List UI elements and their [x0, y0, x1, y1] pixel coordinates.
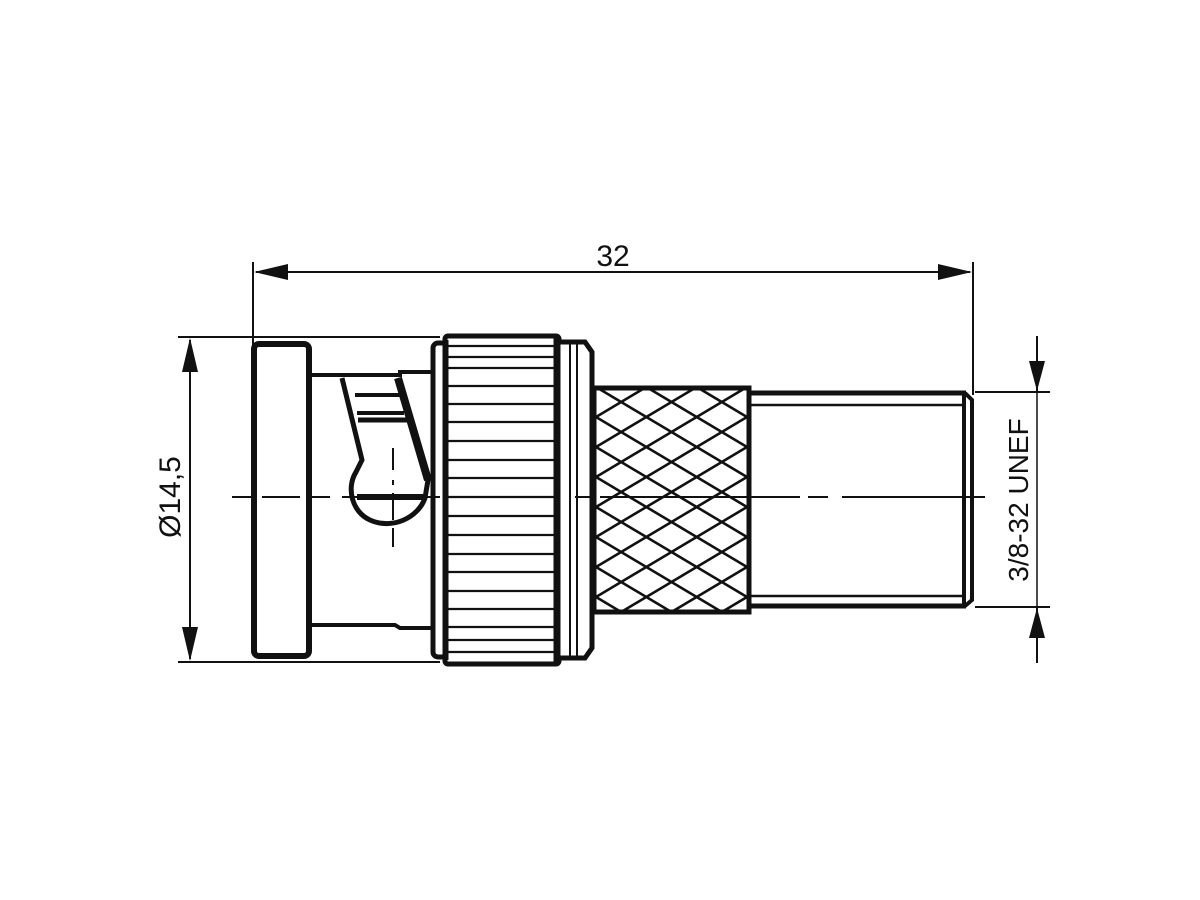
- arrow-down-icon: [1029, 361, 1045, 391]
- arrow-left-icon: [254, 264, 288, 280]
- bayonet-slot: [339, 376, 432, 547]
- diameter-dimension-label: Ø14,5: [154, 456, 187, 538]
- crosshatch-knurled-sleeve: [591, 385, 752, 615]
- bayonet-body: [308, 370, 434, 630]
- knurled-coupling-nut: [430, 333, 595, 667]
- length-dimension: [252, 262, 974, 395]
- arrow-down-icon: [182, 627, 198, 661]
- length-dimension-label: 32: [596, 240, 629, 273]
- arrow-up-icon: [182, 338, 198, 372]
- thread-dimension: [975, 336, 1050, 663]
- arrow-right-icon: [938, 264, 972, 280]
- diameter-dimension: [178, 336, 440, 663]
- thread-dimension-label: 3/8-32 UNEF: [1003, 418, 1034, 581]
- threaded-end: [749, 390, 974, 609]
- arrow-up-icon: [1029, 608, 1045, 638]
- bayonet-flange: [251, 341, 312, 659]
